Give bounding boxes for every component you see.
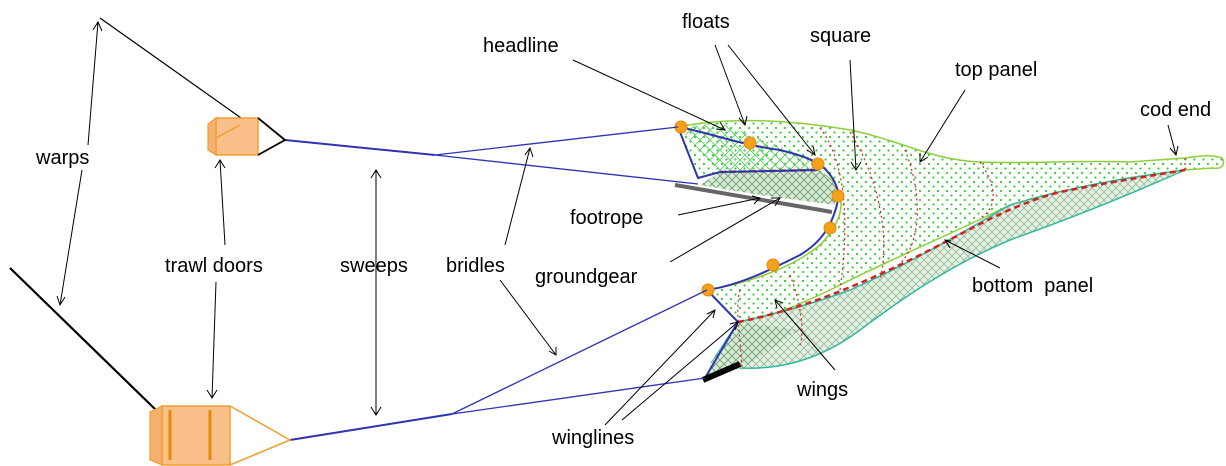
label-warps: warps: [35, 147, 89, 169]
label-bridles: bridles: [446, 255, 505, 277]
upper-trawl-door: [207, 116, 287, 157]
bottom-panel-net: [710, 169, 1186, 369]
upper-warp: [99, 17, 259, 131]
label-bottom-panel: bottom panel: [972, 275, 1093, 297]
label-sweeps: sweeps: [340, 255, 408, 277]
label-winglines: winglines: [551, 427, 634, 449]
floats-group: [674, 120, 845, 297]
label-headline: headline: [483, 35, 559, 57]
label-top-panel: top panel: [955, 59, 1037, 81]
lower-warp: [9, 267, 157, 411]
label-arrows: [56, 20, 1179, 426]
lower-trawl-door: [149, 405, 292, 466]
rigging-lines: [284, 126, 708, 441]
label-wings: wings: [796, 379, 848, 401]
label-square: square: [810, 25, 871, 47]
lower-wing-mesh: [705, 322, 800, 378]
label-footrope: footrope: [570, 207, 643, 229]
label-cod-end: cod end: [1140, 99, 1211, 121]
label-groundgear: groundgear: [535, 266, 638, 288]
label-floats: floats: [682, 11, 730, 33]
label-trawl-doors: trawl doors: [165, 255, 263, 277]
groundgear-bar: [674, 183, 833, 214]
upper-wing-lower-edge: [677, 126, 819, 180]
square-mesh: [700, 170, 836, 205]
lower-weight-bar: [701, 361, 742, 383]
